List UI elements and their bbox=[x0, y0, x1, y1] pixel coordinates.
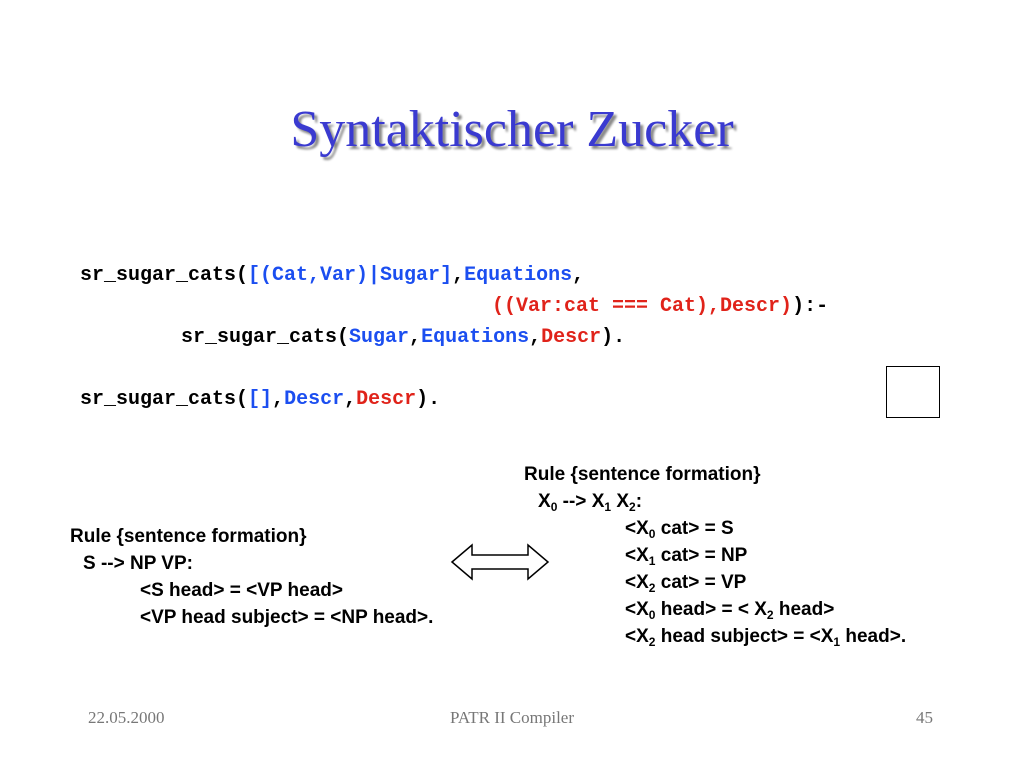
clause1-body-head: sr_sugar_cats( bbox=[181, 326, 350, 349]
eq-part: cat> = S bbox=[655, 518, 734, 539]
eq-part: cat> = VP bbox=[655, 572, 747, 593]
clause1-body-sep1: , bbox=[409, 326, 422, 349]
production-r1-sub: 1 bbox=[604, 500, 612, 514]
production-lhs: X bbox=[538, 491, 551, 512]
right-rule-equation: <X1 cat> = NP bbox=[524, 542, 906, 569]
clause1-arg2: Equations bbox=[464, 264, 573, 287]
code-clause-2: sr_sugar_cats([],Descr,Descr). bbox=[80, 388, 440, 412]
eq-part: <X bbox=[625, 545, 649, 566]
eq-sub: 2 bbox=[648, 635, 656, 649]
clause1-body-end: ). bbox=[601, 326, 626, 349]
eq-sub: 1 bbox=[833, 635, 841, 649]
footer-title: PATR II Compiler bbox=[449, 708, 575, 727]
page-number: 45 bbox=[916, 708, 933, 727]
right-rule-equation: <X0 cat> = S bbox=[524, 515, 906, 542]
clause1-sep2: , bbox=[572, 264, 585, 287]
clause2-head: sr_sugar_cats( bbox=[80, 388, 249, 411]
left-rule-header: Rule {sentence formation} bbox=[70, 526, 307, 547]
eq-sub: 1 bbox=[648, 554, 656, 568]
clause1-body-arg3: Descr bbox=[541, 326, 602, 349]
right-rule-equation: <X2 cat> = VP bbox=[524, 569, 906, 596]
right-rule-header: Rule {sentence formation} bbox=[524, 464, 761, 485]
clause2-end: ). bbox=[416, 388, 441, 411]
eq-sub: 0 bbox=[648, 527, 656, 541]
eq-part: head> = < X bbox=[655, 599, 767, 620]
eq-part: cat> = NP bbox=[655, 545, 748, 566]
code-clause-1-line-3: sr_sugar_cats(Sugar,Equations,Descr). bbox=[181, 326, 625, 350]
clause2-sep1: , bbox=[272, 388, 285, 411]
eq-part: <X bbox=[625, 572, 649, 593]
eq-sub: 0 bbox=[648, 608, 656, 622]
right-rule-equation: <X2 head subject> = <X1 head>. bbox=[524, 623, 906, 650]
left-rule-production: S --> NP VP: bbox=[83, 553, 193, 574]
eq-part: <X bbox=[625, 626, 649, 647]
eq-part: head> bbox=[773, 599, 835, 620]
clause2-arg1: [] bbox=[248, 388, 273, 411]
clause1-body-arg2: Equations bbox=[421, 326, 530, 349]
clause1-body-arg1: Sugar bbox=[349, 326, 410, 349]
production-end: : bbox=[635, 491, 643, 512]
clause1-head: sr_sugar_cats( bbox=[80, 264, 249, 287]
footer-date: 22.05.2000 bbox=[88, 708, 165, 727]
eq-part: head>. bbox=[840, 626, 907, 647]
clause2-arg2: Descr bbox=[284, 388, 345, 411]
right-rule-equation: <X0 head> = < X2 head> bbox=[524, 596, 906, 623]
clause1-sep1: , bbox=[452, 264, 465, 287]
left-rule-equation: <S head> = <VP head> bbox=[140, 580, 343, 601]
code-clause-1-line-2: ((Var:cat === Cat),Descr)):- bbox=[492, 295, 828, 319]
right-rule-production: X0 --> X1 X2: bbox=[524, 488, 906, 515]
eq-part: head subject> = <X bbox=[655, 626, 834, 647]
production-r2: X bbox=[611, 491, 630, 512]
clause1-arg3: ((Var:cat === Cat),Descr) bbox=[492, 295, 793, 318]
clause1-body-sep2: , bbox=[529, 326, 542, 349]
right-rule: Rule {sentence formation} X0 --> X1 X2: … bbox=[524, 461, 906, 650]
clause1-neck: ):- bbox=[792, 295, 829, 318]
production-lhs-sub: 0 bbox=[550, 500, 558, 514]
eq-sub: 2 bbox=[648, 581, 656, 595]
clause1-arg1: [(Cat,Var)|Sugar] bbox=[248, 264, 453, 287]
slide-title: Syntaktischer Zucker bbox=[290, 101, 734, 158]
clause2-arg3: Descr bbox=[356, 388, 417, 411]
eq-part: <X bbox=[625, 518, 649, 539]
clause2-sep2: , bbox=[344, 388, 357, 411]
left-rule: Rule {sentence formation} S --> NP VP: <… bbox=[70, 523, 433, 631]
empty-square-box bbox=[886, 366, 940, 418]
eq-part: <X bbox=[625, 599, 649, 620]
left-rule-equation: <VP head subject> = <NP head>. bbox=[140, 607, 434, 628]
production-r2-sub: 2 bbox=[629, 500, 636, 514]
production-r1: X bbox=[591, 491, 605, 512]
code-clause-1-line-1: sr_sugar_cats([(Cat,Var)|Sugar],Equation… bbox=[80, 264, 584, 288]
production-arrow: --> bbox=[557, 491, 592, 512]
eq-sub: 2 bbox=[766, 608, 774, 622]
double-arrow-icon bbox=[450, 543, 550, 581]
